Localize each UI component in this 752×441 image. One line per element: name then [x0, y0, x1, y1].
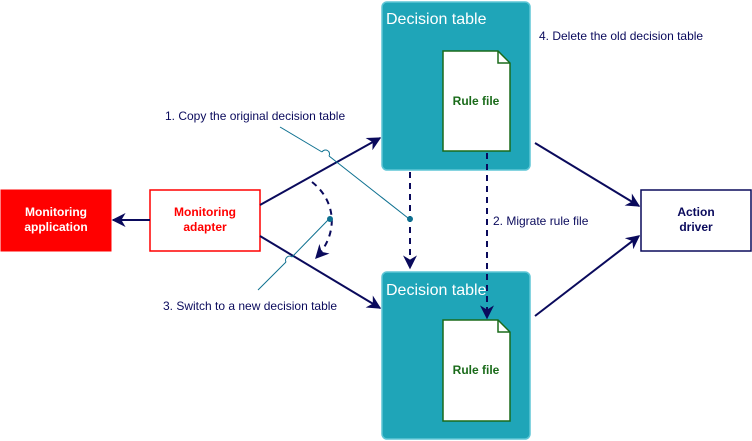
- arrow-adapter-to-new-table: [259, 235, 382, 309]
- callout-switch: [257, 218, 330, 291]
- decision-table-old-title: Decision table: [386, 11, 487, 28]
- callout-copy: [279, 126, 409, 219]
- callout-copy-dot: [407, 216, 413, 222]
- arrow-adapter-to-old-table: [259, 137, 382, 206]
- step-migrate-label: 2. Migrate rule file: [493, 214, 589, 228]
- step-delete-label: 4. Delete the old decision table: [539, 29, 703, 43]
- arrow-old-table-to-driver: [534, 142, 641, 207]
- rule-file-old-label: Rule file: [453, 94, 500, 108]
- step-copy-label: 1. Copy the original decision table: [165, 109, 345, 123]
- rule-file-old: Rule file: [442, 50, 511, 152]
- arrow-new-table-to-driver: [534, 235, 641, 317]
- rule-file-new: Rule file: [442, 319, 511, 422]
- rule-file-new-label: Rule file: [453, 363, 500, 377]
- callout-switch-dot: [327, 216, 333, 222]
- decision-table-new-title: Decision table: [386, 282, 487, 299]
- step-switch-label: 3. Switch to a new decision table: [163, 299, 337, 313]
